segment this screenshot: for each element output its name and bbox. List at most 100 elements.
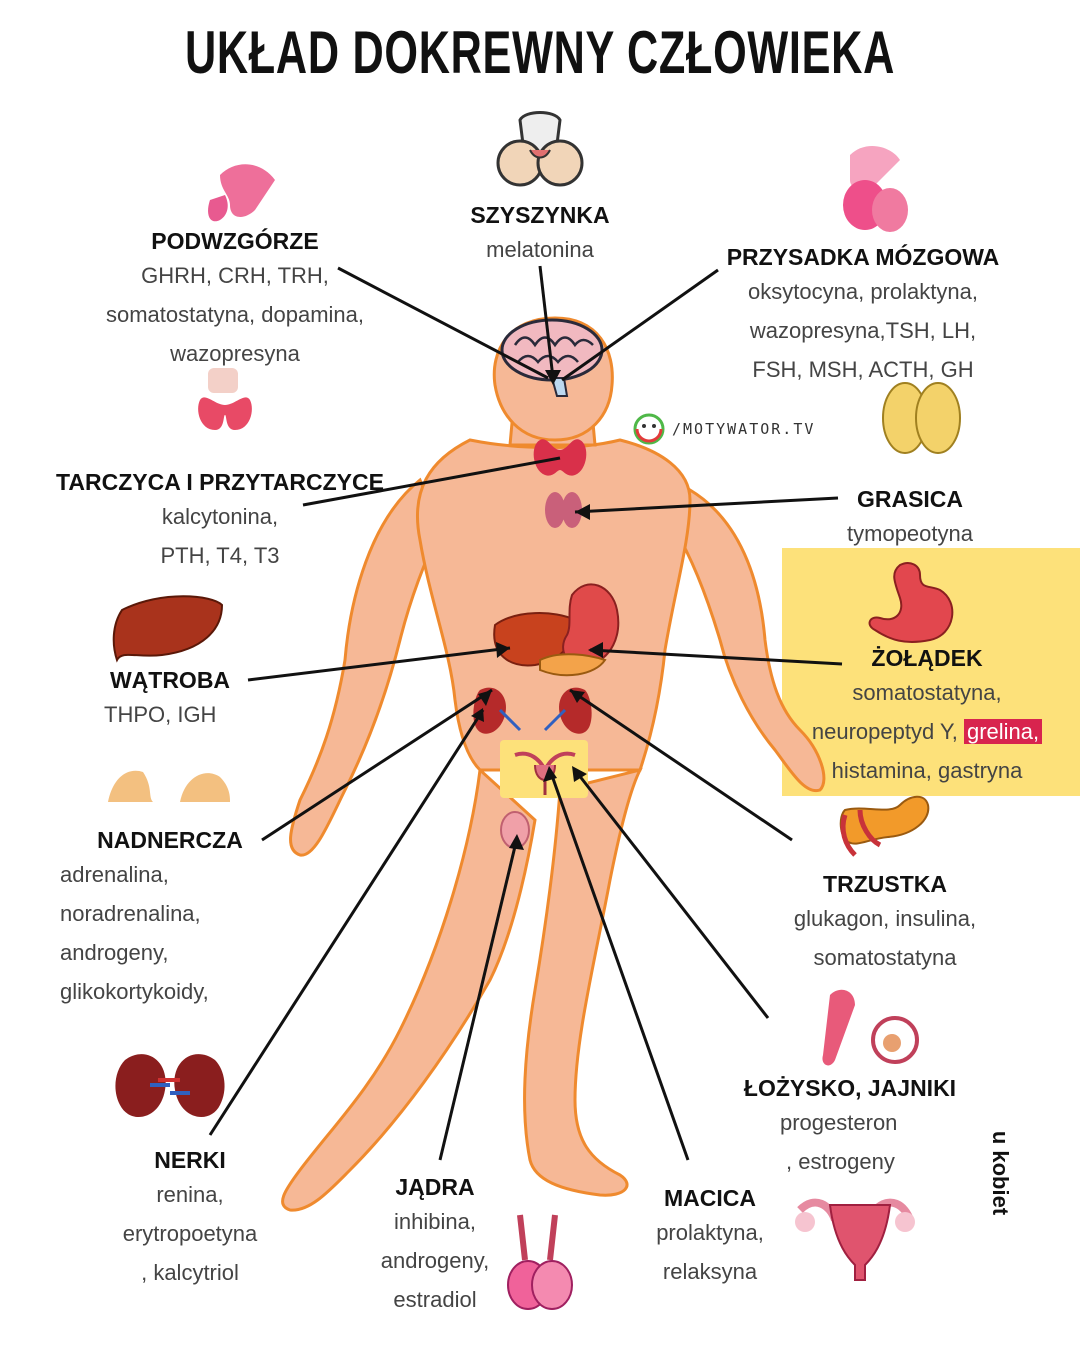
arrowhead-zoladek bbox=[588, 642, 603, 658]
gland-name: PRZYSADKA MÓZGOWA bbox=[726, 244, 1000, 270]
hormone-line: androgeny, bbox=[60, 940, 169, 965]
ovary-placenta-icon bbox=[822, 989, 919, 1066]
arrowhead-szyszynka bbox=[545, 370, 561, 385]
hormone-line: neuropeptyd Y, grelina, bbox=[782, 712, 1072, 751]
gland-name: TRZUSTKA bbox=[823, 871, 947, 897]
hormone-line: FSH, MSH, ACTH, GH bbox=[752, 357, 974, 382]
line-jadra bbox=[438, 837, 519, 1161]
gland-name: NADNERCZA bbox=[97, 827, 243, 853]
line-watroba bbox=[247, 646, 511, 682]
label-tarczyca: TARCZYCA I PRZYTARCZYCE kalcytonina, PTH… bbox=[20, 467, 420, 575]
pointer-arrowheads bbox=[471, 370, 603, 850]
arrowhead-nerki bbox=[471, 708, 484, 722]
stomach-icon bbox=[868, 562, 954, 643]
hormone-line: androgeny, bbox=[380, 1248, 490, 1273]
hormone-line: glikokortykoidy, bbox=[60, 979, 209, 1004]
hormone-line: noradrenalina, bbox=[60, 901, 201, 926]
kidneys-icon bbox=[115, 1054, 225, 1117]
hormone-line: wazopresyna,TSH, LH, bbox=[749, 318, 977, 343]
hormone-line: prolaktyna, bbox=[656, 1220, 764, 1245]
hormone-line: , kalcytriol bbox=[141, 1260, 239, 1285]
brand-text: /MOTYWATOR.TV bbox=[672, 420, 816, 438]
hormone-line: inhibina, bbox=[394, 1209, 476, 1234]
brand-logo: /MOTYWATOR.TV bbox=[632, 412, 815, 446]
uterus-icon bbox=[795, 1198, 915, 1281]
gland-name: WĄTROBA bbox=[109, 667, 231, 693]
hormone-line: tymopeotyna bbox=[847, 521, 973, 546]
label-nerki: NERKI renina, erytropoetyna , kalcytriol bbox=[95, 1145, 285, 1292]
testes-icon bbox=[507, 1214, 573, 1310]
hormone-line: somatostatyna bbox=[813, 945, 957, 970]
gland-name: NERKI bbox=[154, 1147, 226, 1173]
hormone-line: , estrogeny bbox=[786, 1149, 895, 1174]
hypothalamus-icon bbox=[208, 164, 275, 222]
gland-name: ŁOŻYSKO, JAJNIKI bbox=[743, 1075, 957, 1101]
page-title: UKŁAD DOKREWNY CZŁOWIEKA bbox=[184, 19, 896, 86]
gland-name: PODWZGÓRZE bbox=[151, 228, 319, 254]
adrenal-glands-icon bbox=[108, 770, 230, 802]
line-podwzgorze bbox=[337, 266, 549, 380]
line-przysadka bbox=[561, 268, 719, 382]
arrowhead-jadra bbox=[509, 834, 524, 850]
pituitary-icon bbox=[843, 145, 908, 232]
hormone-line: progesteron bbox=[780, 1110, 898, 1135]
label-szyszynka: SZYSZYNKA melatonina bbox=[440, 200, 640, 269]
pointer-lines bbox=[208, 265, 843, 1161]
hormone-line: kalcytonina, bbox=[161, 504, 279, 529]
pineal-gland-icon bbox=[496, 111, 584, 187]
gland-name: JĄDRA bbox=[395, 1174, 475, 1200]
gland-name: GRASICA bbox=[856, 486, 964, 512]
arrowhead-grasica bbox=[575, 504, 590, 520]
thyroid-on-body-icon bbox=[533, 439, 587, 476]
arrowhead-trzustka bbox=[570, 690, 585, 703]
thyroid-icon bbox=[198, 368, 252, 430]
hormone-line: somatostatyna, dopamina, bbox=[105, 302, 365, 327]
hormone-line: GHRH, CRH, TRH, bbox=[141, 263, 329, 288]
line-trzustka bbox=[569, 688, 793, 842]
hormone-line: melatonina bbox=[486, 237, 594, 262]
label-podwzgorze: PODWZGÓRZE GHRH, CRH, TRH, somatostatyna… bbox=[60, 226, 410, 373]
gland-name: SZYSZYNKA bbox=[470, 202, 610, 228]
label-lozysko: ŁOŻYSKO, JAJNIKI progesteron , estrogeny bbox=[710, 1073, 990, 1181]
hormone-text: neuropeptyd Y, bbox=[811, 719, 964, 744]
arrowhead-watroba bbox=[496, 642, 510, 658]
hormone-line: erytropoetyna bbox=[122, 1221, 258, 1246]
arrowhead-macica bbox=[543, 766, 557, 782]
hormone-line: PTH, T4, T3 bbox=[160, 543, 280, 568]
line-nadnercza bbox=[261, 688, 493, 842]
hormone-line: THPO, IGH bbox=[104, 702, 217, 727]
abdominal-organs-icon bbox=[493, 583, 620, 677]
line-szyszynka bbox=[538, 265, 555, 379]
hormone-line: relaksyna bbox=[662, 1259, 758, 1284]
thymus-icon bbox=[882, 382, 961, 454]
highlighted-hormone: grelina, bbox=[963, 719, 1043, 744]
human-body-figure bbox=[281, 316, 826, 1212]
thymus-on-body-icon bbox=[545, 492, 582, 528]
side-note-u-kobiet: u kobiet bbox=[988, 1130, 1013, 1216]
hormone-line: oksytocyna, prolaktyna, bbox=[748, 279, 978, 304]
label-przysadka: PRZYSADKA MÓZGOWA oksytocyna, prolaktyna… bbox=[690, 242, 1036, 389]
label-jadra: JĄDRA inhibina, androgeny, estradiol bbox=[360, 1172, 510, 1319]
hormone-line: somatostatyna, bbox=[852, 680, 1002, 705]
arrowhead-nadnercza bbox=[478, 690, 492, 706]
hormone-line: wazopresyna bbox=[170, 341, 300, 366]
label-zoladek: ŻOŁĄDEK somatostatyna, neuropeptyd Y, gr… bbox=[782, 643, 1072, 790]
pancreas-icon bbox=[839, 795, 930, 857]
line-tarczyca bbox=[302, 456, 561, 507]
line-zoladek bbox=[589, 648, 843, 666]
arrowhead-lozysko bbox=[572, 766, 587, 782]
line-macica bbox=[548, 769, 690, 1161]
label-trzustka: TRZUSTKA glukagon, insulina, somatostaty… bbox=[760, 869, 1010, 977]
label-nadnercza: NADNERCZA adrenalina, noradrenalina, and… bbox=[60, 825, 280, 1011]
line-lozysko bbox=[573, 769, 770, 1019]
gland-name: ŻOŁĄDEK bbox=[871, 645, 983, 671]
gland-name: TARCZYCA I PRZYTARCZYCE bbox=[56, 469, 384, 495]
liver-icon bbox=[112, 595, 224, 663]
line-grasica bbox=[574, 496, 839, 514]
hormone-line: histamina, gastryna bbox=[831, 758, 1023, 783]
gland-name: MACICA bbox=[664, 1185, 756, 1211]
line-nerki bbox=[208, 709, 485, 1136]
hormone-line: glukagon, insulina, bbox=[793, 906, 977, 931]
label-watroba: WĄTROBA THPO, IGH bbox=[70, 665, 270, 734]
